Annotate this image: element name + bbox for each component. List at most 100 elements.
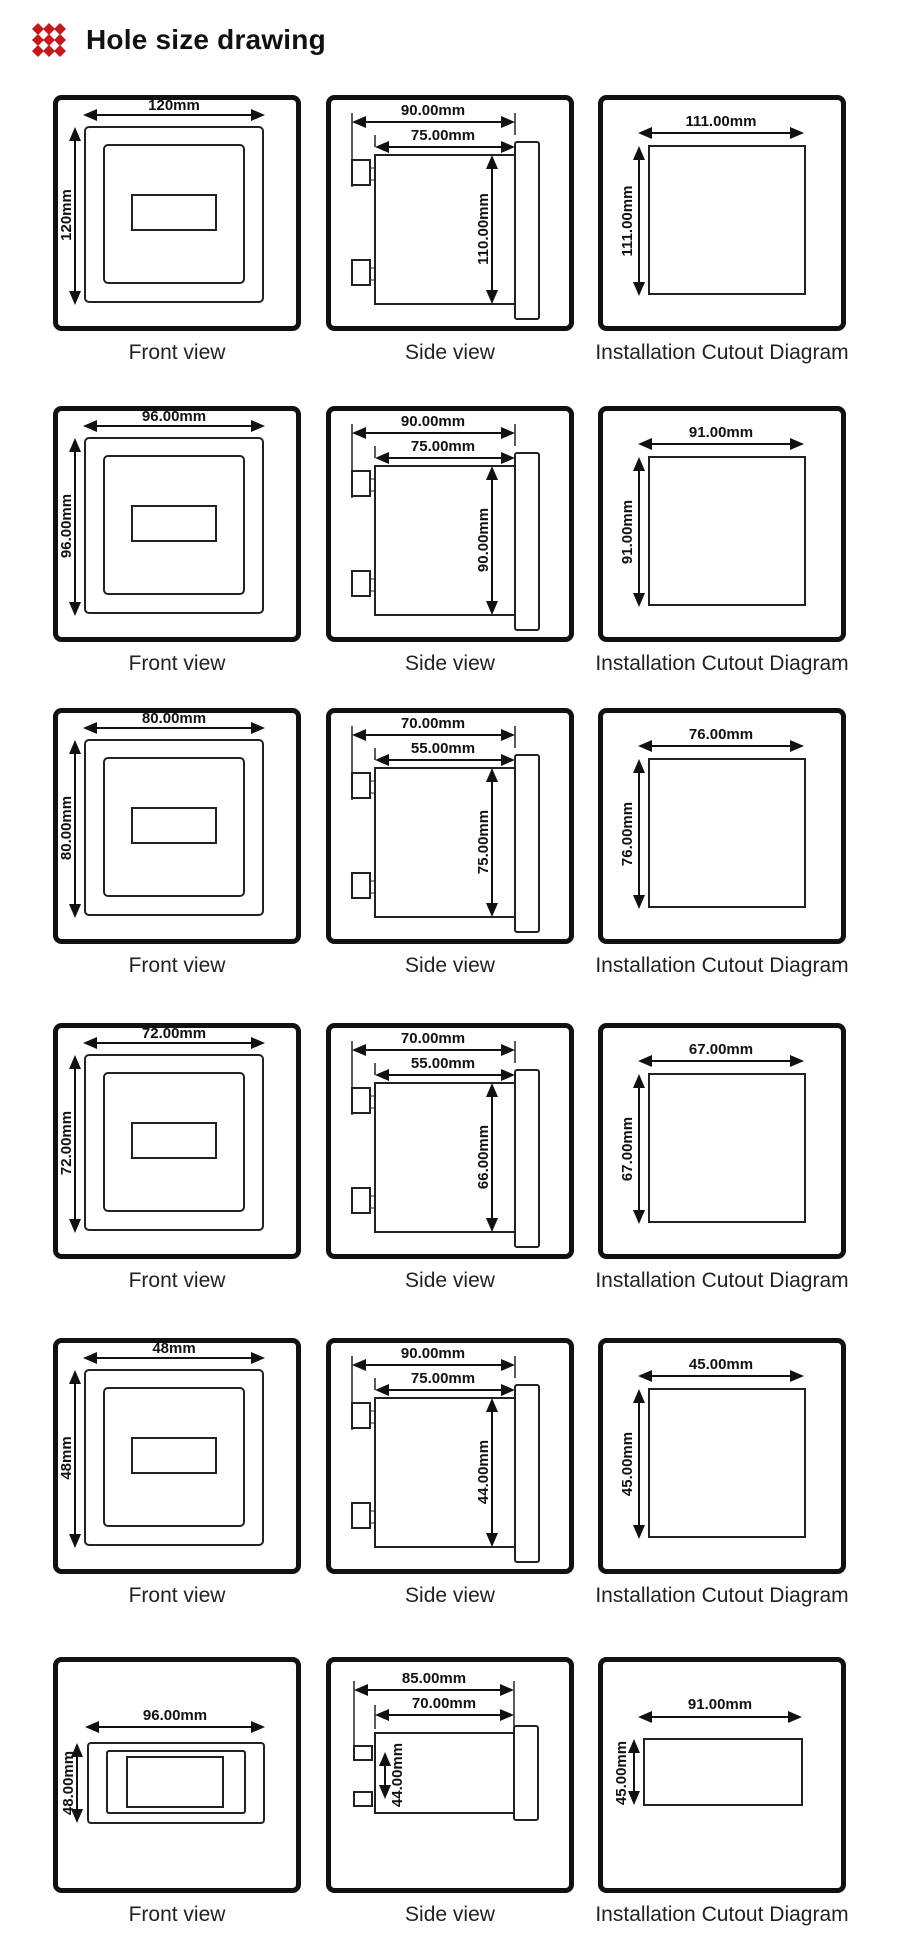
width-dimension-label: 96.00mm: [143, 1707, 207, 1724]
side-view-caption: Side view: [405, 1584, 495, 1607]
front-view-drawing: 96.00mm 96.00mm: [53, 406, 301, 642]
height-dimension-label: 45.00mm: [619, 1432, 636, 1496]
cutout-drawing: 91.00mm 45.00mm: [598, 1657, 846, 1893]
height-dimension-label: 76.00mm: [619, 802, 636, 866]
height-dimension-label: 67.00mm: [619, 1117, 636, 1181]
side-view-drawing: 70.00mm 55.00mm 75.00mm: [326, 708, 574, 944]
width-dimension-label: 91.00mm: [689, 424, 753, 441]
cutout-caption: Installation Cutout Diagram: [595, 954, 849, 977]
side-view-caption: Side view: [405, 954, 495, 977]
red-diamond-grid-icon: [32, 23, 66, 57]
width-dimension-label: 70.00mm: [401, 1030, 465, 1047]
height-dimension-label: 110.00mm: [475, 193, 492, 265]
height-dimension-label: 66.00mm: [475, 1125, 492, 1189]
side-view-drawing: 90.00mm 75.00mm 90.00mm: [326, 406, 574, 642]
cutout-caption: Installation Cutout Diagram: [595, 341, 849, 364]
height-dimension-label: 120mm: [58, 189, 75, 241]
cutout-caption: Installation Cutout Diagram: [595, 1903, 849, 1926]
width-dimension-label: 70.00mm: [401, 715, 465, 732]
front-view-drawing: 120mm 120mm: [53, 95, 301, 331]
cutout-caption: Installation Cutout Diagram: [595, 1269, 849, 1292]
front-view-drawing: 96.00mm 48.00mm: [53, 1657, 301, 1893]
width-dimension-label: 96.00mm: [142, 408, 206, 425]
side-view-drawing: 70.00mm 55.00mm 66.00mm: [326, 1023, 574, 1259]
width-dimension-label: 70.00mm: [412, 1695, 476, 1712]
cutout-caption: Installation Cutout Diagram: [595, 1584, 849, 1607]
width-dimension-label: 45.00mm: [689, 1356, 753, 1373]
front-view-caption: Front view: [128, 341, 226, 364]
height-dimension-label: 96.00mm: [58, 494, 75, 558]
height-dimension-label: 48mm: [58, 1436, 75, 1479]
width-dimension-label: 90.00mm: [401, 1345, 465, 1362]
height-dimension-label: 48.00mm: [60, 1751, 77, 1815]
height-dimension-label: 75.00mm: [475, 810, 492, 874]
height-dimension-label: 90.00mm: [475, 508, 492, 572]
side-view-caption: Side view: [405, 341, 495, 364]
width-dimension-label: 85.00mm: [402, 1670, 466, 1687]
height-dimension-label: 80.00mm: [58, 796, 75, 860]
side-view-caption: Side view: [405, 1903, 495, 1926]
width-dimension-label: 90.00mm: [401, 413, 465, 430]
width-dimension-label: 75.00mm: [411, 438, 475, 455]
width-dimension-label: 75.00mm: [411, 127, 475, 144]
width-dimension-label: 76.00mm: [689, 726, 753, 743]
width-dimension-label: 80.00mm: [142, 710, 206, 727]
side-view-caption: Side view: [405, 1269, 495, 1292]
cutout-caption: Installation Cutout Diagram: [595, 652, 849, 675]
height-dimension-label: 44.00mm: [389, 1743, 406, 1807]
side-view-caption: Side view: [405, 652, 495, 675]
width-dimension-label: 72.00mm: [142, 1025, 206, 1042]
width-dimension-label: 90.00mm: [401, 102, 465, 119]
page-header: Hole size drawing: [32, 20, 326, 60]
width-dimension-label: 55.00mm: [411, 1055, 475, 1072]
front-view-caption: Front view: [128, 1903, 226, 1926]
cutout-drawing: 67.00mm 67.00mm: [598, 1023, 846, 1259]
height-dimension-label: 45.00mm: [613, 1741, 630, 1805]
front-view-caption: Front view: [128, 1584, 226, 1607]
width-dimension-label: 111.00mm: [686, 113, 757, 130]
side-view-drawing: 85.00mm 70.00mm 44.00mm: [326, 1657, 574, 1893]
front-view-caption: Front view: [128, 1269, 226, 1292]
front-view-caption: Front view: [128, 954, 226, 977]
front-view-drawing: 72.00mm 72.00mm: [53, 1023, 301, 1259]
front-view-drawing: 80.00mm 80.00mm: [53, 708, 301, 944]
cutout-drawing: 45.00mm 45.00mm: [598, 1338, 846, 1574]
height-dimension-label: 111.00mm: [619, 186, 636, 257]
cutout-drawing: 91.00mm 91.00mm: [598, 406, 846, 642]
height-dimension-label: 44.00mm: [475, 1440, 492, 1504]
width-dimension-label: 120mm: [148, 97, 200, 114]
width-dimension-label: 55.00mm: [411, 740, 475, 757]
side-view-drawing: 90.00mm 75.00mm 110.00mm: [326, 95, 574, 331]
height-dimension-label: 91.00mm: [619, 500, 636, 564]
front-view-caption: Front view: [128, 652, 226, 675]
cutout-drawing: 111.00mm 111.00mm: [598, 95, 846, 331]
width-dimension-label: 48mm: [152, 1340, 195, 1357]
height-dimension-label: 72.00mm: [58, 1111, 75, 1175]
page-title: Hole size drawing: [86, 24, 326, 55]
width-dimension-label: 75.00mm: [411, 1370, 475, 1387]
width-dimension-label: 67.00mm: [689, 1041, 753, 1058]
width-dimension-label: 91.00mm: [688, 1696, 752, 1713]
side-view-drawing: 90.00mm 75.00mm 44.00mm: [326, 1338, 574, 1574]
